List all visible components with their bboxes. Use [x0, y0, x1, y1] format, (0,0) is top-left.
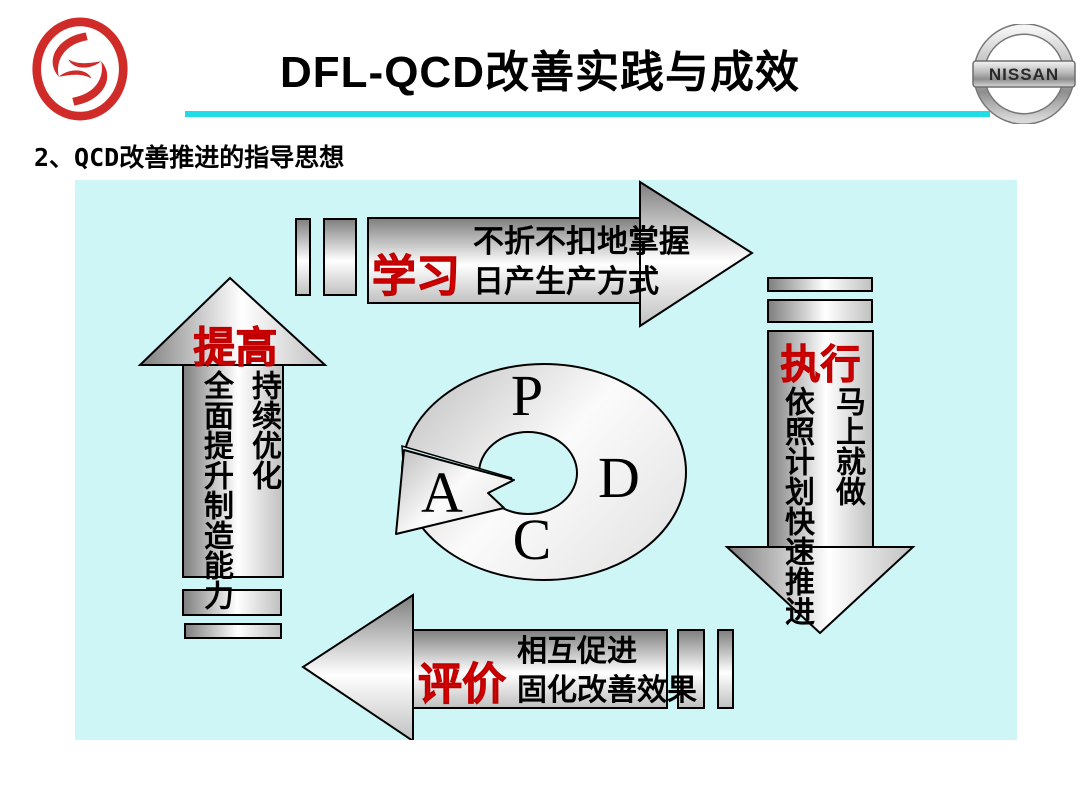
bottom-arrow-label: 评价 [418, 660, 507, 710]
bottom-arrow-head [301, 593, 414, 740]
top-arrow-desc-line1: 不折不扣地掌握 [473, 224, 690, 259]
bottom-arrow-body [412, 629, 668, 709]
top-arrow [295, 180, 754, 328]
left-arrow-label: 提高 [193, 324, 278, 372]
section-heading: 2、QCD改善推进的指导思想 [34, 143, 345, 172]
left-arrow-tail-bar-wide [182, 589, 282, 616]
top-arrow-desc: 不折不扣地掌握 日产生产方式 [473, 222, 690, 302]
left-arrow [137, 276, 328, 639]
left-arrow-tail-bar-thin [184, 623, 282, 639]
bottom-arrow-tail-bar-thin [717, 629, 734, 709]
pdca-ring-arrowhead [395, 449, 515, 535]
pdca-letter-d: D [598, 445, 640, 510]
right-arrow-tail-bar-wide [767, 299, 873, 323]
pdca-letter-c: C [512, 507, 552, 572]
pdca-diagram: 学习 不折不扣地掌握 日产生产方式 执行 马上就做 依照计划快速推进 提高 持续… [75, 180, 1017, 740]
dongfeng-logo-icon [32, 17, 128, 121]
right-arrow-desc: 马上就做 依照计划快速推进 [773, 386, 873, 636]
title-underline [185, 111, 990, 117]
right-arrow-desc-line2: 依照计划快速推进 [780, 386, 813, 626]
pdca-letter-a: A [421, 460, 463, 525]
right-arrow-body [767, 330, 874, 548]
top-arrow-desc-line2: 日产生产方式 [473, 264, 659, 299]
bottom-arrow [301, 593, 734, 740]
top-arrow-label: 学习 [372, 252, 461, 302]
diagram-shapes [137, 180, 916, 740]
top-arrow-head [639, 180, 754, 328]
right-arrow-tail-bar-thin [767, 277, 873, 292]
nissan-logo-icon: NISSAN [972, 24, 1076, 124]
top-arrow-body [367, 217, 641, 304]
bottom-arrow-desc-line2: 固化改善效果 [517, 674, 697, 707]
bottom-arrow-tail-bar-wide [677, 629, 705, 709]
top-arrow-tail-bar-wide [323, 218, 357, 296]
pdca-ring [395, 363, 688, 581]
pdca-letter-p: P [510, 363, 544, 428]
right-arrow-desc-line1: 马上就做 [831, 386, 864, 506]
top-arrow-tail-bar-thin [295, 218, 311, 296]
left-arrow-desc-line1: 持续优化 [247, 370, 280, 490]
bottom-arrow-desc-line1: 相互促进 [517, 635, 637, 668]
nissan-logo-text: NISSAN [989, 65, 1059, 84]
page-title: DFL-QCD改善实践与成效 [280, 48, 800, 97]
right-arrow-label: 执行 [780, 343, 861, 388]
bottom-arrow-desc: 相互促进 固化改善效果 [517, 632, 697, 710]
left-arrow-desc: 持续优化 全面提升制造能力 [177, 370, 287, 640]
right-arrow [724, 277, 916, 635]
left-arrow-desc-line2: 全面提升制造能力 [199, 370, 232, 610]
right-arrow-head [724, 546, 916, 635]
left-arrow-body [182, 364, 284, 578]
